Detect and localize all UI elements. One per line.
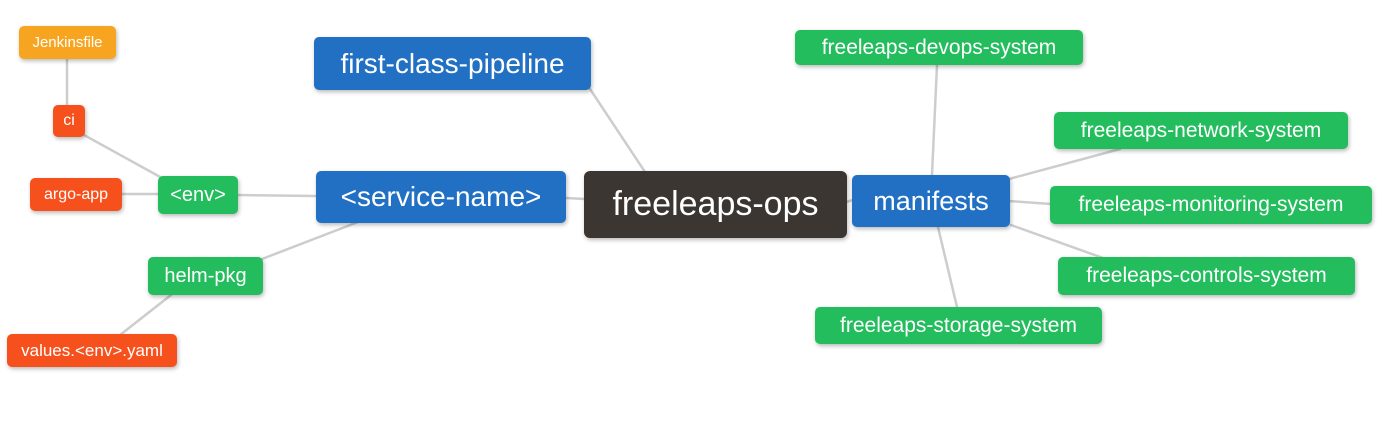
edge-manifests-storage-system — [936, 225, 959, 309]
node-monitoring-system[interactable]: freeleaps-monitoring-system — [1050, 186, 1372, 224]
edge-ops-first-class-pipeline — [588, 87, 647, 174]
node-ci[interactable]: ci — [53, 105, 85, 137]
node-network-system[interactable]: freeleaps-network-system — [1054, 112, 1348, 149]
node-argo-app[interactable]: argo-app — [30, 178, 122, 211]
edge-manifests-devops-system — [930, 63, 939, 177]
edge-manifests-controls-system — [1009, 223, 1105, 260]
node-first-class-pipeline[interactable]: first-class-pipeline — [314, 37, 591, 90]
node-helm-pkg[interactable]: helm-pkg — [148, 257, 263, 295]
edge-ops-service-name — [564, 196, 587, 201]
node-manifests[interactable]: manifests — [852, 175, 1010, 227]
node-service-name[interactable]: <service-name> — [316, 171, 566, 223]
node-controls-system[interactable]: freeleaps-controls-system — [1058, 257, 1355, 295]
node-devops-system[interactable]: freeleaps-devops-system — [795, 30, 1083, 65]
node-storage-system[interactable]: freeleaps-storage-system — [815, 307, 1102, 344]
edge-ops-manifests — [844, 198, 855, 204]
node-env[interactable]: <env> — [158, 176, 238, 214]
edge-service-name-env — [236, 193, 318, 198]
edge-helm-pkg-values-env-yaml — [118, 293, 173, 337]
node-freeleaps-ops[interactable]: freeleaps-ops — [584, 171, 847, 238]
edge-manifests-monitoring — [1007, 199, 1053, 206]
edge-manifests-network-system — [1007, 147, 1122, 181]
edge-service-name-helm-pkg — [260, 220, 360, 261]
node-jenkinsfile[interactable]: Jenkinsfile — [19, 26, 116, 59]
edge-env-ci — [82, 133, 164, 180]
node-values-env-yaml[interactable]: values.<env>.yaml — [7, 334, 177, 367]
